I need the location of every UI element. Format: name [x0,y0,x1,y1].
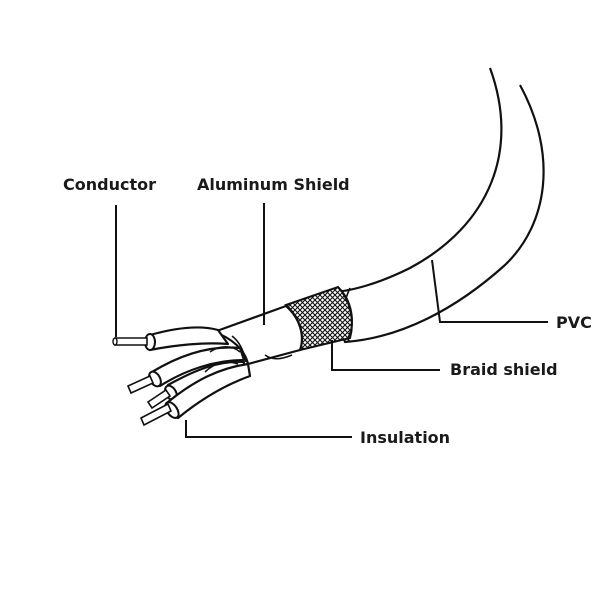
wire-bottom [166,362,252,420]
leader-pvc [431,259,548,323]
label-conductor: Conductor [63,175,156,194]
leader-lines [115,203,548,438]
label-braid-shield: Braid shield [450,360,558,379]
inner-wires [112,326,252,427]
label-insulation: Insulation [360,428,450,447]
wire-top [148,326,230,352]
leader-braid-shield [331,340,440,371]
leader-insulation [185,420,352,438]
wire-middle-1 [150,346,246,388]
conductor-strand [114,337,148,346]
label-pvc: PVC [556,313,592,332]
label-aluminum-shield: Aluminum Shield [197,175,350,194]
aluminum-shield-foil [212,304,303,366]
